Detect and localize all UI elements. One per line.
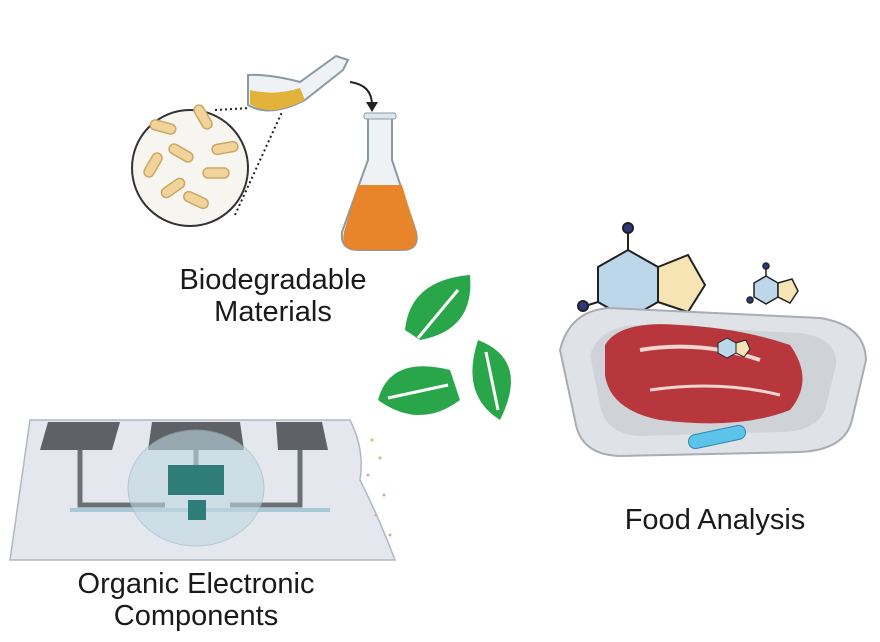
biodegradable-line-2: Materials	[214, 296, 332, 328]
bacteria-magnified-icon	[131, 104, 283, 227]
biodegradable-line-1: Biodegradable	[179, 264, 367, 296]
electronics-line-2: Components	[113, 600, 279, 632]
electronics-line-1: Organic Electronic	[77, 568, 315, 600]
recycle-leaves-icon	[378, 275, 511, 420]
organic-electronic-device-icon	[9, 419, 397, 561]
molecule-small-icon	[746, 262, 799, 305]
food-analysis-label: Food Analysis	[624, 504, 806, 536]
molecule-large-icon	[577, 222, 707, 321]
biodegradable-materials-label: Biodegradable Materials	[150, 264, 396, 328]
meat-tray-icon	[558, 306, 868, 458]
pouring-flask-icon	[247, 54, 378, 112]
erlenmeyer-flask-icon	[340, 112, 418, 251]
organic-electronic-components-label: Organic Electronic Components	[40, 568, 352, 632]
